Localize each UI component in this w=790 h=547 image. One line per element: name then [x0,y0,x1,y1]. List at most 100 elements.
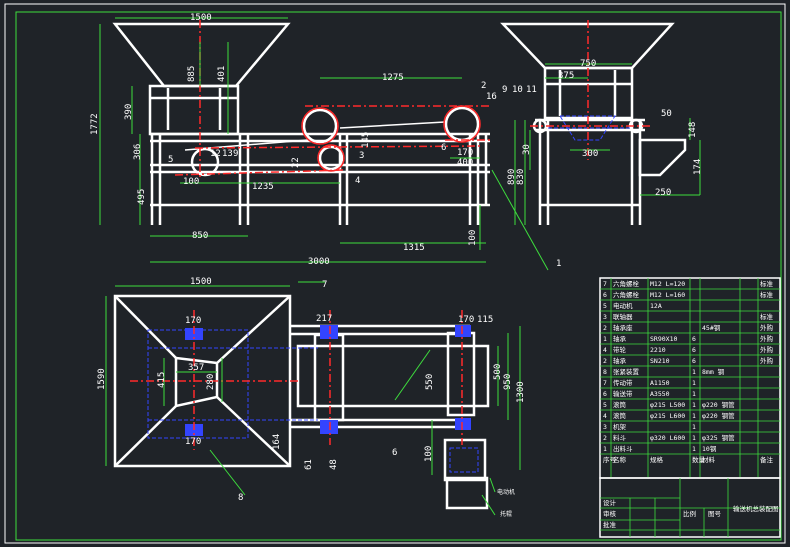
dim-550: 550 [425,374,435,390]
table-cell-mat: 10钢 [702,445,717,453]
inner-frame [15,11,782,541]
table-header-note: 备注 [760,455,774,464]
table-cell-spec: A1150 [650,379,670,387]
table-cell-name: 带轮 [613,345,627,354]
title-block-title: 输送机总装配图 [733,504,779,513]
table-cell-no: 8 [603,368,607,376]
table-cell-no: 6 [603,390,607,398]
table-cell-no: 7 [603,379,607,387]
dim-495: 495 [137,189,147,205]
table-cell-qty: 1 [692,423,696,431]
table-cell-qty: 1 [692,379,696,387]
dim-401: 401 [217,66,227,82]
dim-415: 415 [157,372,167,388]
dim-1275: 1275 [382,73,404,83]
side-dimensions [514,63,701,225]
dim-375: 375 [558,71,574,81]
table-cell-spec: A3550 [650,390,670,398]
top-dim-text: 1500 7 217 170 115 1590 415 357 280 170 … [97,277,526,518]
top-motor [443,438,487,482]
title-check: 审核 [603,509,617,518]
label-2: 2 [481,81,486,91]
table-cell-mat: φ220 钢管 [702,400,735,409]
dim-300: 300 [582,149,598,159]
label-3: 3 [359,151,364,161]
front-dim-text: 1500 1772 390 306 495 885 401 1275 2 16 … [90,13,537,267]
table-cell-note: 外购 [760,356,774,365]
dim-217: 217 [316,314,332,324]
dim-145: 145 [361,132,371,148]
table-cell-qty: 1 [692,368,696,376]
dim-3000: 3000 [308,257,330,267]
dim-48: 48 [329,459,339,470]
dim-1300: 1300 [516,381,526,403]
title-block: 输送机总装配图 设计 审核 批准 比例 图号 [599,477,781,538]
table-cell-spec: φ215 L600 [650,412,685,420]
label-13: 13 [222,149,233,159]
title-scale: 比例 [683,509,696,518]
label-8: 8 [238,493,243,503]
table-cell-note: 外购 [760,323,774,332]
table-cell-spec: M12 L=160 [650,291,685,299]
table-cell-spec: φ215 L500 [650,401,685,409]
table-cell-name: 轴承 [613,334,627,343]
table-cell-note: 标准 [760,312,774,321]
table-cell-name: 机架 [613,422,627,431]
table-cell-no: 2 [603,357,607,365]
dim-148: 148 [688,122,698,138]
table-cell-name: 输送带 [613,389,633,398]
table-cell-spec: SR90X10 [650,335,677,343]
table-cell-name: 轴承 [613,356,627,365]
table-cell-qty: 6 [692,346,696,354]
table-cell-note: 外购 [760,334,774,343]
table-cell-name: 轴承座 [613,323,633,332]
dim-170-top: 170 [458,315,474,325]
table-header-mat: 材料 [702,455,716,464]
outer-frame [4,3,786,544]
table-cell-name: 滚筒 [613,400,627,409]
dim-830: 830 [516,169,526,185]
table-cell-no: 3 [603,423,607,431]
label-6: 6 [441,143,446,153]
dim-100-front-b: 100 [468,230,478,246]
front-red-circles [301,105,481,172]
table-cell-no: 4 [603,412,607,420]
table-cell-name: 料斗 [613,433,627,442]
table-header-name: 名称 [613,455,627,464]
label-16: 16 [486,92,497,102]
table-cell-note: 外购 [760,345,774,354]
table-cell-mat: 45#钢 [702,324,721,332]
dim-750: 750 [580,59,596,69]
top-dimensions [105,281,521,516]
table-cell-name: 联轴器 [613,312,633,321]
table-cell-qty: 6 [692,335,696,343]
dim-1772: 1772 [90,113,100,135]
table-cell-qty: 1 [692,412,696,420]
dim-100-top: 100 [424,446,434,462]
table-cell-qty: 1 [692,434,696,442]
table-cell-no: 1 [603,335,607,343]
table-cell-qty: 1 [692,401,696,409]
dim-61: 61 [304,459,314,470]
table-cell-spec: M12 L=120 [650,280,685,288]
dim-357: 357 [188,363,204,373]
label-22: 22 [291,157,301,168]
table-cell-spec: SN210 [650,357,670,365]
table-cell-spec: 2210 [650,346,666,354]
label-7: 7 [322,280,327,290]
table-cell-name: 滚筒 [613,411,627,420]
dim-850: 850 [192,231,208,241]
dim-400-front: 400 [457,158,473,168]
dim-890: 890 [507,169,517,185]
table-cell-name: 张紧装置 [613,367,640,376]
table-cell-no: 1 [603,445,607,453]
front-drum-small [318,145,344,171]
label-10: 10 [512,85,523,95]
table-header-no: 序号 [603,455,617,464]
table-cell-mat: φ220 钢管 [702,411,735,420]
dim-50: 50 [661,109,672,119]
table-cell-name: 出料斗 [613,444,633,453]
table-cell-no: 3 [603,313,607,321]
table-header-spec: 规格 [650,455,664,464]
